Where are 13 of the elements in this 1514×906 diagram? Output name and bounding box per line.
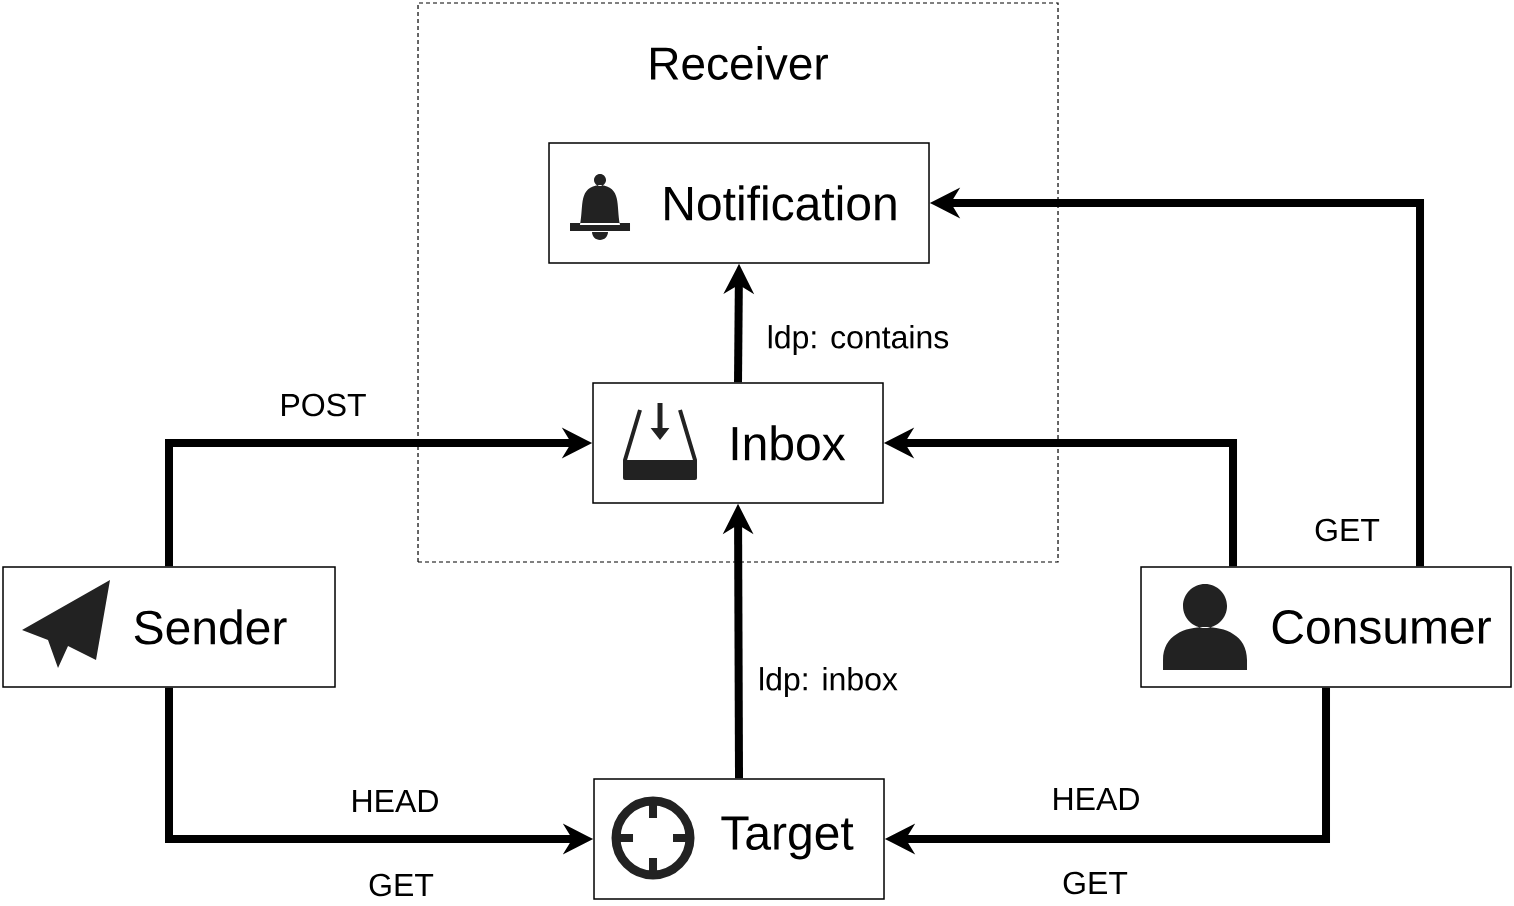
process-box: Notification: [548, 142, 930, 264]
edge-label: ldp: inbox: [757, 666, 899, 698]
method-label: GET: [367, 872, 435, 898]
edge-label: ldp: contains: [765, 324, 951, 356]
edge-label: HEAD: [1050, 787, 1142, 811]
process-box: Sender: [2, 566, 336, 688]
method-label: GET: [1061, 870, 1129, 896]
process-box: Inbox: [592, 382, 884, 504]
edge-label: GET: [1313, 517, 1381, 543]
process-box: Consumer: [1140, 566, 1512, 688]
edge-label: POST: [278, 392, 368, 418]
edge-label: HEAD: [349, 789, 441, 813]
process-box: Target: [593, 778, 885, 900]
